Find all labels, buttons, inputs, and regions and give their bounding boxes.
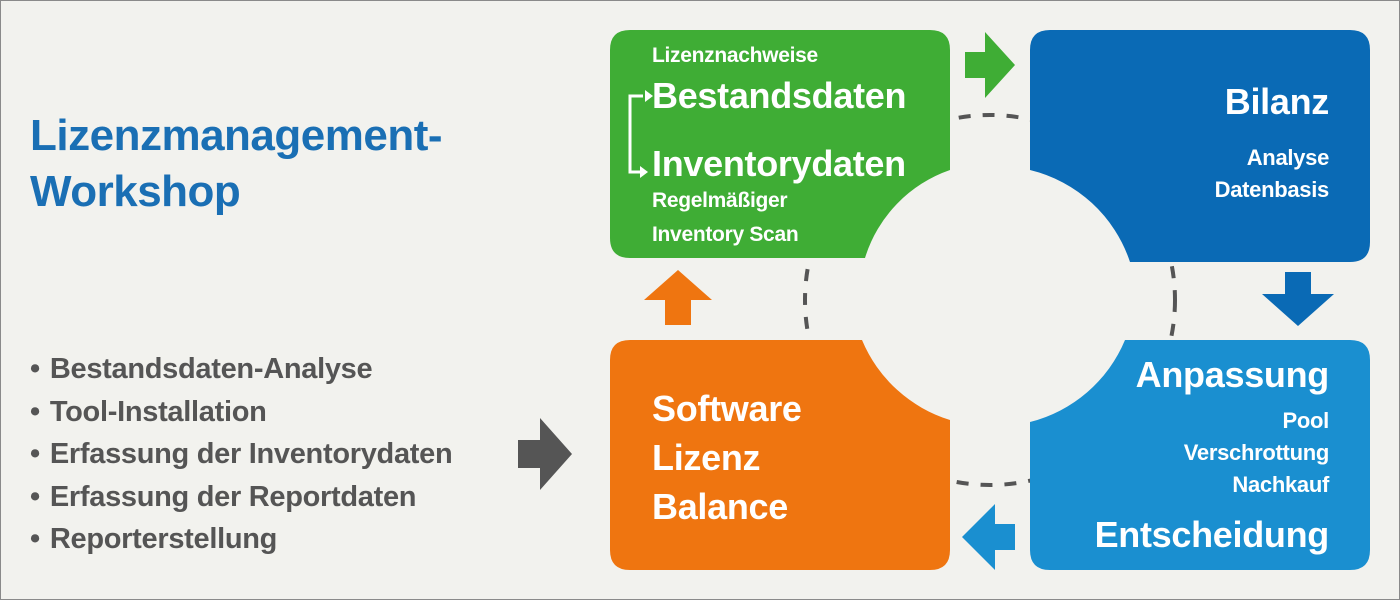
orange-box-line: Lizenz [652, 437, 761, 478]
page-title: Lizenzmanagement- Workshop [30, 108, 443, 220]
arrow-left-blue-icon [962, 504, 1015, 570]
arrow-up-orange-icon [644, 270, 712, 325]
arrow-right-green-icon [965, 32, 1015, 98]
arrow-down-blue-icon [1262, 272, 1334, 326]
orange-box [610, 340, 950, 570]
dark-blue-box-sub2: Datenbasis [1214, 177, 1330, 202]
dark-blue-box-sub1: Analyse [1246, 145, 1330, 170]
green-box-heading-bestandsdaten: Bestandsdaten [652, 75, 907, 116]
dark-blue-box [1030, 30, 1370, 262]
orange-box-line: Balance [652, 486, 788, 527]
bullet-list: Bestandsdaten-Analyse Tool-Installation … [30, 348, 453, 561]
green-box-top-label: Lizenznachweise [652, 44, 818, 67]
green-box-sub1: Regelmäßiger [652, 189, 788, 212]
green-box-sub2: Inventory Scan [652, 223, 799, 246]
light-blue-box-heading: Anpassung [1135, 354, 1330, 395]
light-blue-box-item: Pool [1282, 408, 1330, 433]
page-title-line2: Workshop [30, 167, 241, 216]
arrow-right-gray-icon [518, 418, 572, 490]
light-blue-box [1030, 340, 1370, 570]
orange-box-line: Software [652, 388, 802, 429]
bullet-item: Reporterstellung [30, 518, 452, 561]
bullet-item: Erfassung der Inventorydaten [30, 433, 453, 476]
light-blue-box-item: Nachkauf [1232, 472, 1329, 497]
bracket-arrow-icon [628, 94, 643, 174]
cycle-dashed-circle [803, 113, 1177, 487]
orange-box-text: Software Lizenz Balance [652, 384, 802, 531]
bullet-item: Erfassung der Reportdaten [30, 476, 452, 519]
page-title-line1: Lizenzmanagement- [30, 111, 443, 160]
green-box [610, 30, 950, 258]
bracket-arrowhead-bottom-icon [640, 166, 648, 178]
green-box-heading-inventorydaten: Inventorydaten [652, 143, 906, 184]
light-blue-box-footer: Entscheidung [1094, 514, 1330, 555]
light-blue-box-item: Verschrottung [1183, 440, 1330, 465]
bullet-item: Bestandsdaten-Analyse [30, 348, 452, 391]
bullet-item: Tool-Installation [30, 391, 452, 434]
dark-blue-box-heading: Bilanz [1224, 81, 1330, 122]
bracket-arrowhead-top-icon [645, 90, 653, 102]
